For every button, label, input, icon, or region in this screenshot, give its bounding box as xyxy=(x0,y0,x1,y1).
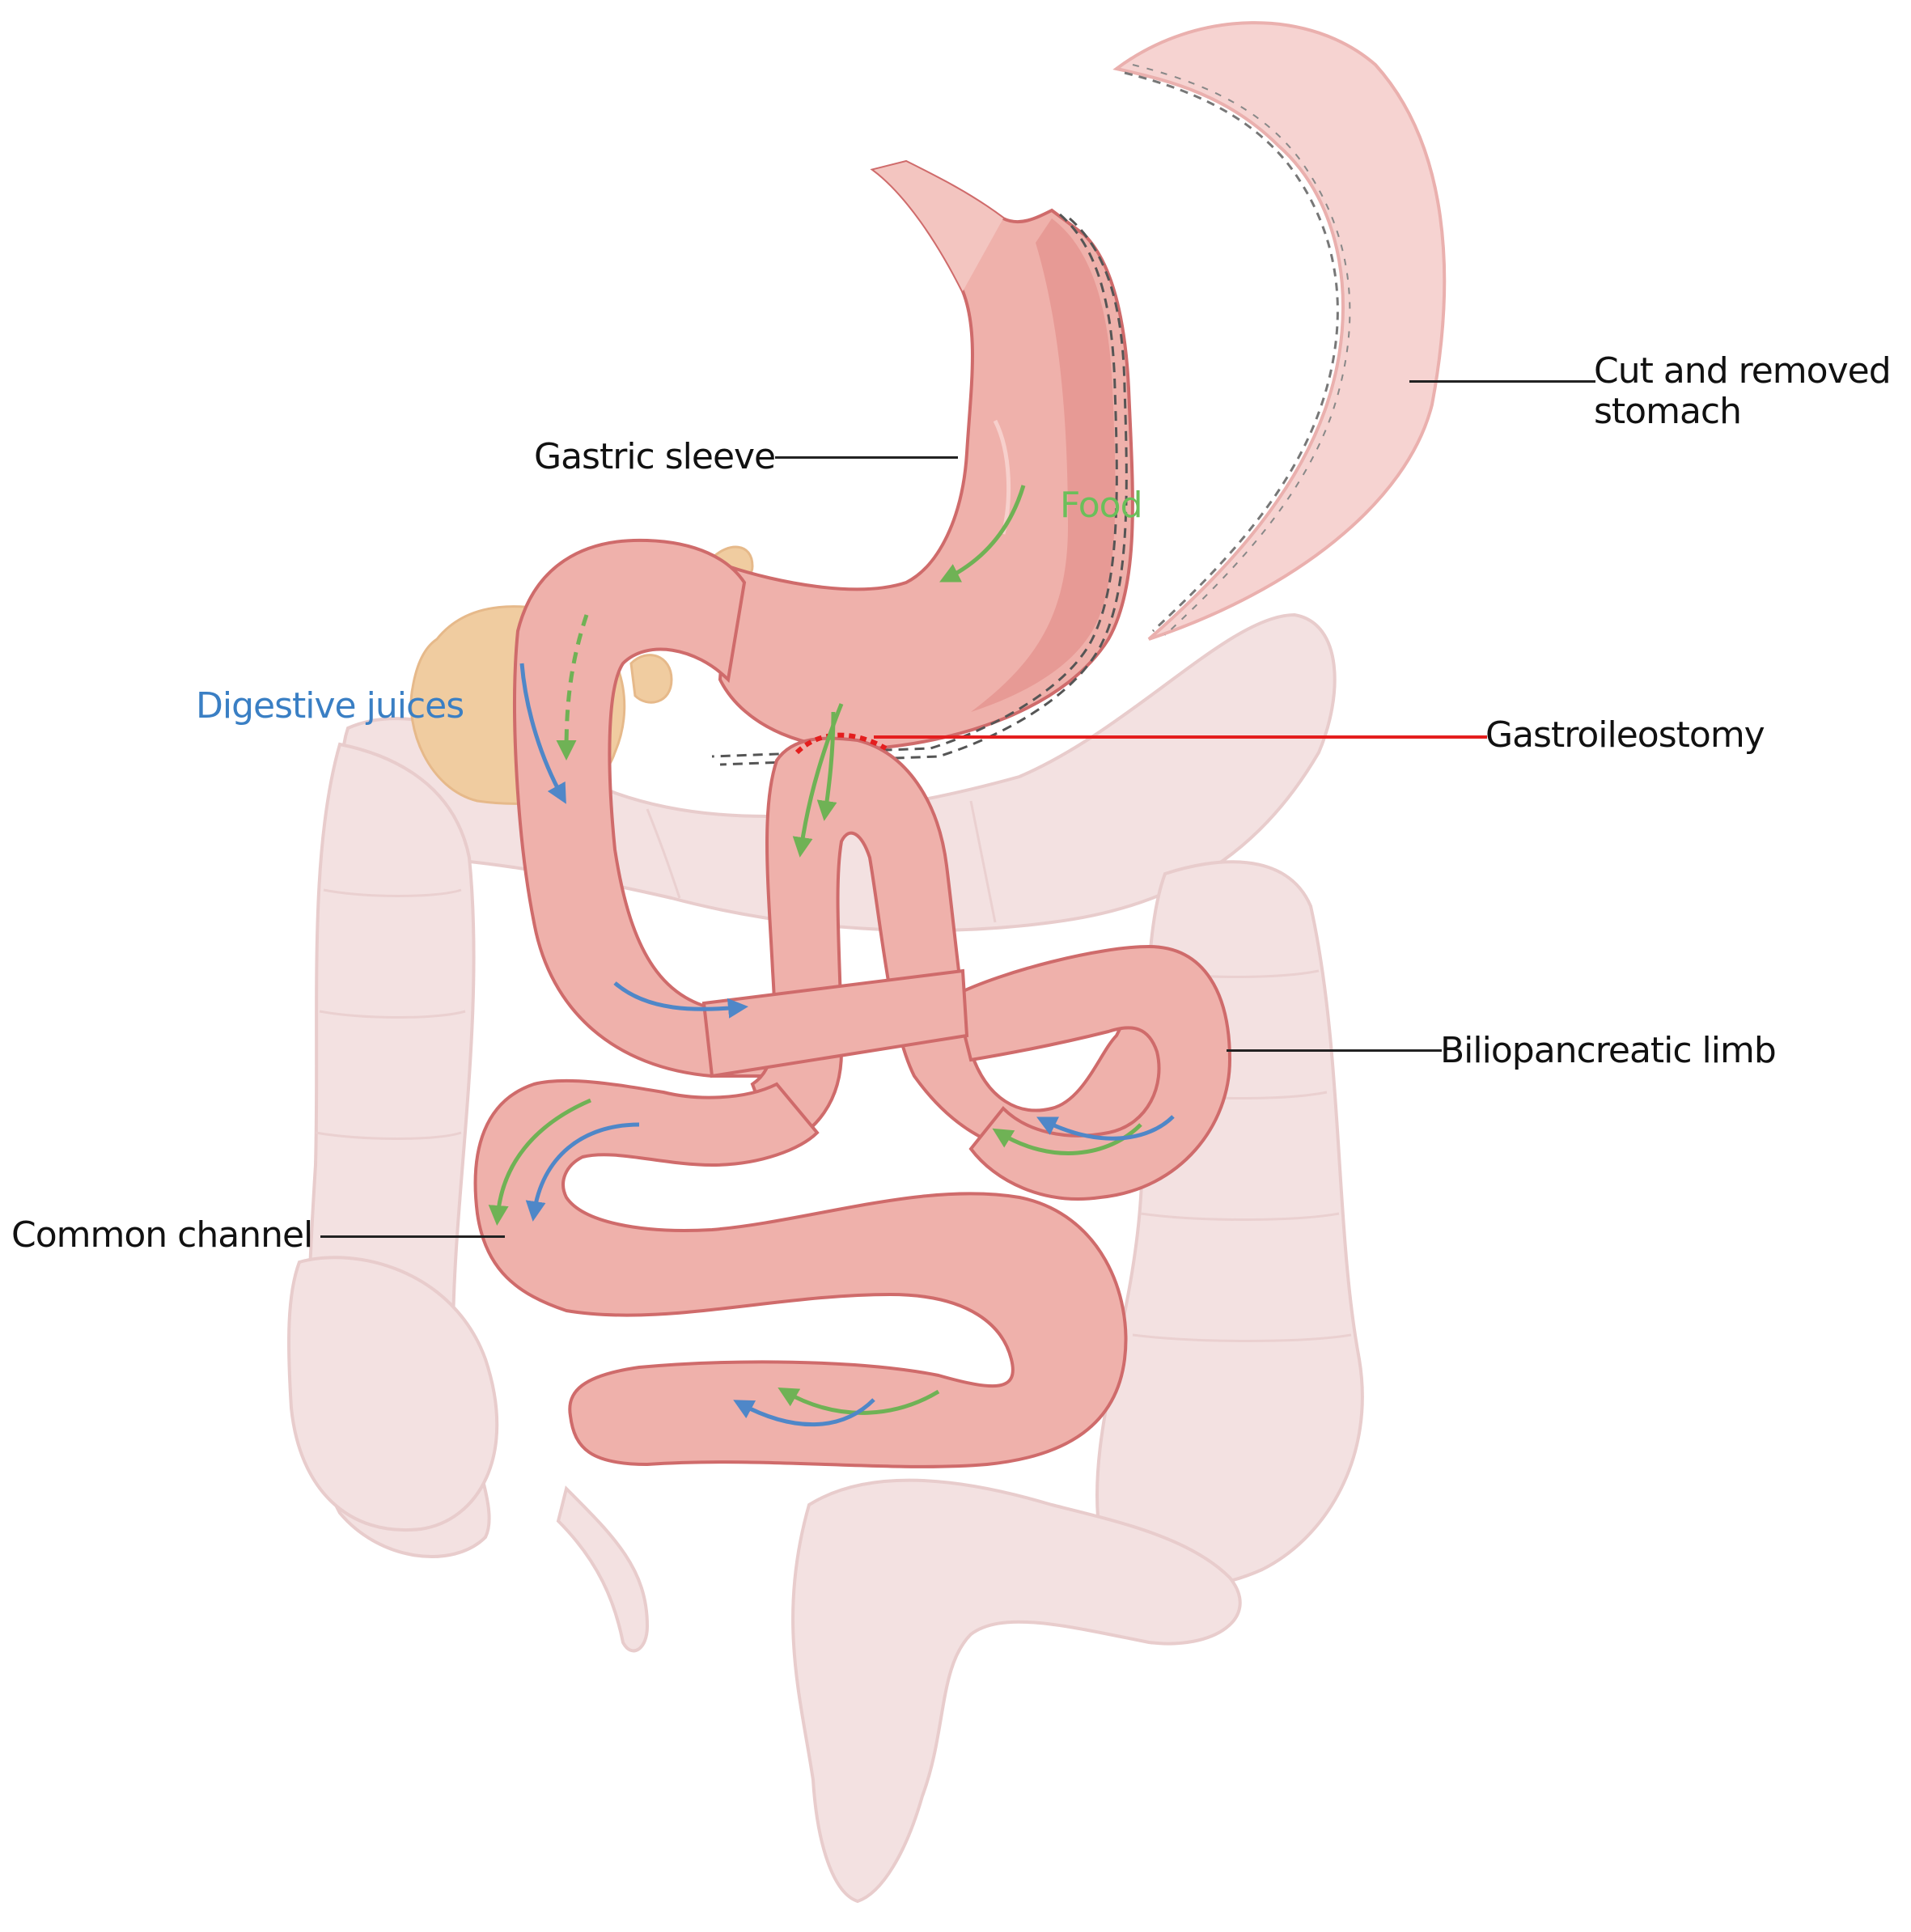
duodenal-loop xyxy=(513,538,794,1078)
leader-gastroileostomy xyxy=(874,735,1487,739)
label-digestive-juices: Digestive juices xyxy=(196,685,464,727)
label-cut-stomach: Cut and removed stomach xyxy=(1594,350,1892,432)
leader-gastric-sleeve xyxy=(775,456,958,459)
leader-biliopancreatic-limb xyxy=(1227,1049,1442,1052)
gastric-sleeve xyxy=(711,159,1134,766)
food-arrows xyxy=(488,485,1142,1415)
colon xyxy=(287,612,1364,1904)
leader-cut-stomach xyxy=(1409,380,1595,383)
label-common-channel: Common channel xyxy=(11,1214,313,1256)
label-gastric-sleeve: Gastric sleeve xyxy=(534,436,776,477)
leader-common-channel xyxy=(320,1235,505,1238)
small-intestine xyxy=(473,736,1232,1468)
label-biliopancreatic-limb: Biliopancreatic limb xyxy=(1440,1030,1777,1071)
gastroileostomy-anastomosis xyxy=(794,732,888,755)
label-food: Food xyxy=(1060,485,1143,526)
label-cut-stomach-line2: stomach xyxy=(1594,391,1742,432)
label-gastroileostomy: Gastroileostomy xyxy=(1485,714,1765,756)
label-cut-stomach-line1: Cut and removed xyxy=(1594,350,1892,392)
digestive-juice-arrows xyxy=(519,663,1175,1427)
removed-stomach xyxy=(1112,21,1447,641)
